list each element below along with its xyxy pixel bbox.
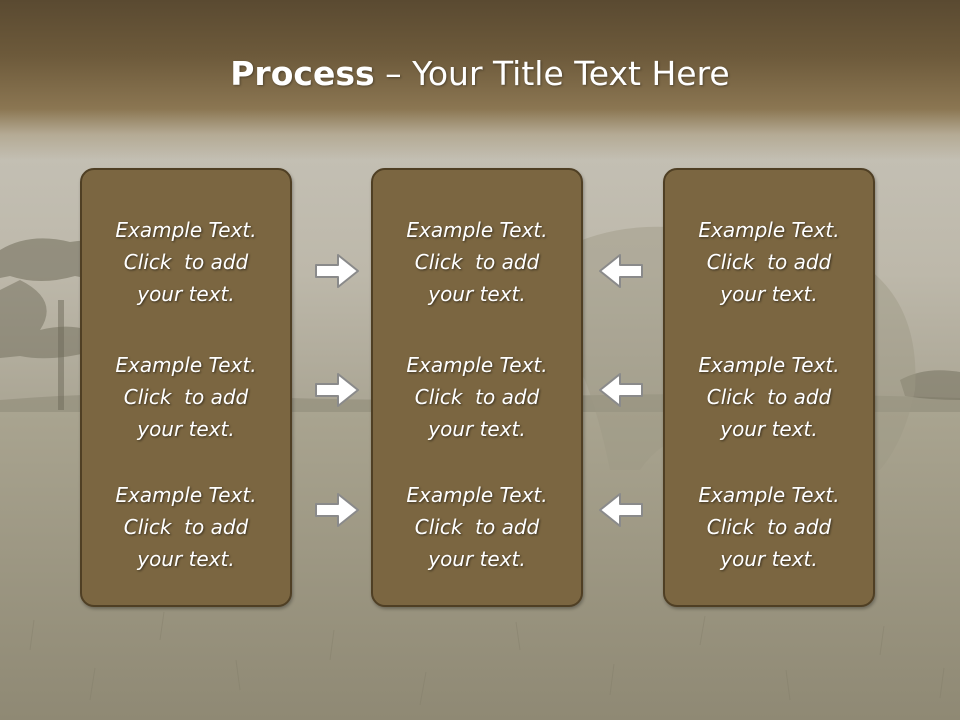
text-line: Example Text. — [406, 483, 548, 507]
text-placeholder[interactable]: Example Text. Click to add your text. — [665, 214, 873, 310]
text-line: your text. — [137, 547, 235, 571]
text-line: Click to add — [123, 250, 249, 274]
text-line: your text. — [137, 282, 235, 306]
arrow-left-icon — [599, 254, 643, 288]
text-line: Example Text. — [698, 218, 840, 242]
arrow-right-icon — [315, 493, 359, 527]
arrow-right-icon — [315, 373, 359, 407]
text-placeholder[interactable]: Example Text. Click to add your text. — [82, 349, 290, 445]
text-line: Click to add — [414, 385, 540, 409]
text-placeholder[interactable]: Example Text. Click to add your text. — [665, 349, 873, 445]
text-placeholder[interactable]: Example Text. Click to add your text. — [665, 479, 873, 575]
slide-title[interactable]: Process – Your Title Text Here — [0, 50, 960, 98]
text-line: Example Text. — [115, 483, 257, 507]
text-line: Click to add — [414, 515, 540, 539]
arrow-right-icon — [315, 254, 359, 288]
right-text-panel[interactable]: Example Text. Click to add your text. Ex… — [663, 168, 875, 607]
text-line: your text. — [137, 417, 235, 441]
text-line: your text. — [720, 417, 818, 441]
title-bold-text: Process — [230, 54, 375, 93]
text-line: Example Text. — [406, 353, 548, 377]
text-line: Example Text. — [115, 353, 257, 377]
title-rest-text: – Your Title Text Here — [374, 54, 730, 93]
text-placeholder[interactable]: Example Text. Click to add your text. — [373, 479, 581, 575]
text-line: your text. — [720, 282, 818, 306]
text-line: Example Text. — [698, 483, 840, 507]
text-line: Click to add — [706, 250, 832, 274]
header-band — [0, 0, 960, 160]
text-placeholder[interactable]: Example Text. Click to add your text. — [373, 214, 581, 310]
text-placeholder[interactable]: Example Text. Click to add your text. — [82, 214, 290, 310]
text-line: Example Text. — [406, 218, 548, 242]
text-line: Click to add — [706, 515, 832, 539]
left-text-panel[interactable]: Example Text. Click to add your text. Ex… — [80, 168, 292, 607]
text-line: Example Text. — [115, 218, 257, 242]
text-line: Click to add — [123, 515, 249, 539]
text-line: Click to add — [123, 385, 249, 409]
text-line: your text. — [720, 547, 818, 571]
text-line: your text. — [428, 282, 526, 306]
text-line: your text. — [428, 547, 526, 571]
text-placeholder[interactable]: Example Text. Click to add your text. — [373, 349, 581, 445]
text-placeholder[interactable]: Example Text. Click to add your text. — [82, 479, 290, 575]
text-line: Example Text. — [698, 353, 840, 377]
center-text-panel[interactable]: Example Text. Click to add your text. Ex… — [371, 168, 583, 607]
text-line: your text. — [428, 417, 526, 441]
text-line: Click to add — [414, 250, 540, 274]
arrow-left-icon — [599, 373, 643, 407]
text-line: Click to add — [706, 385, 832, 409]
arrow-left-icon — [599, 493, 643, 527]
